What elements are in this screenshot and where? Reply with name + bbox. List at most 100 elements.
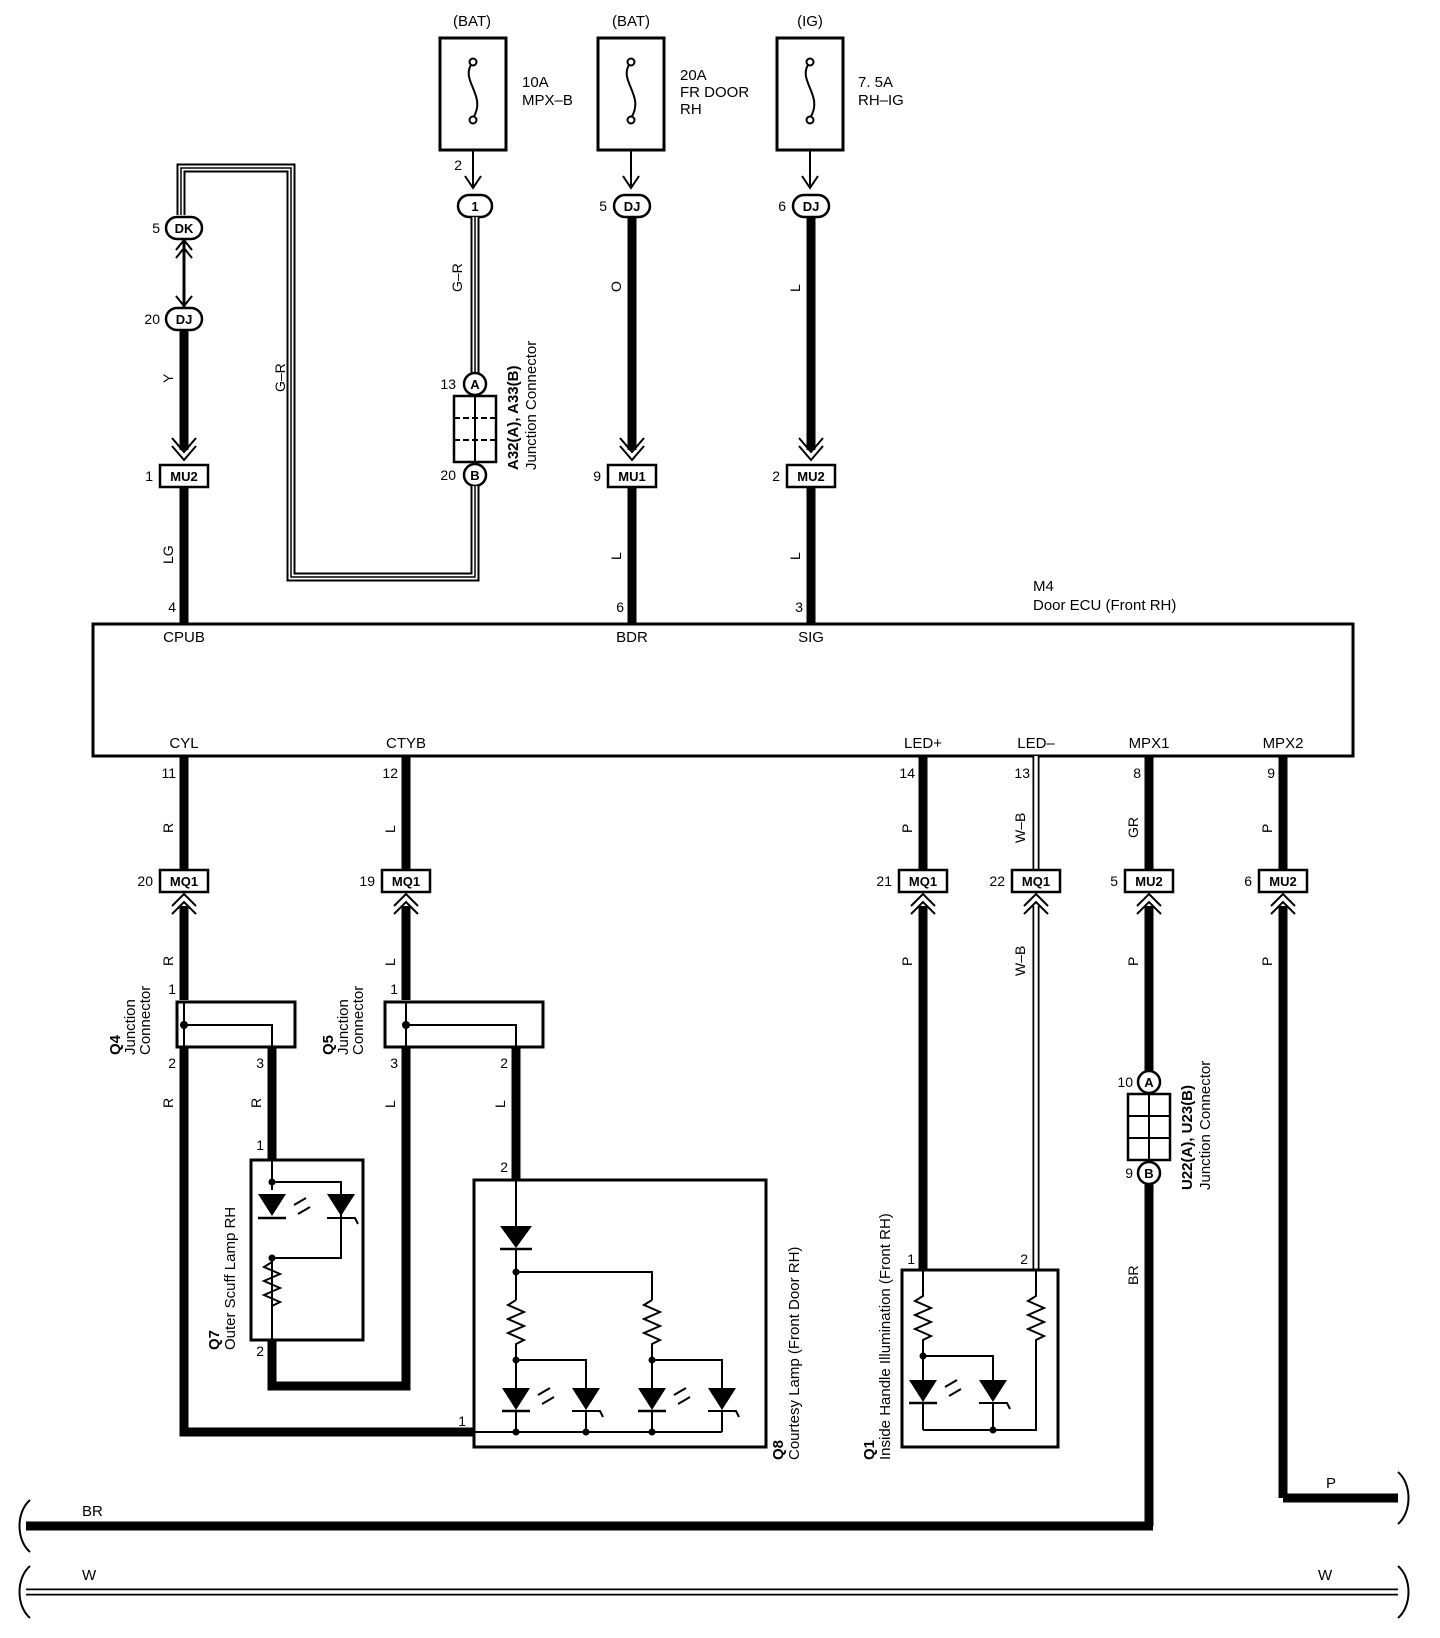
fuse-rh-ig-rating: 7. 5A: [858, 74, 893, 91]
svg-text:6: 6: [616, 599, 624, 615]
connector-mu2-2: MU2 2: [772, 463, 837, 489]
svg-text:Connector: Connector: [137, 986, 154, 1055]
fuse-element-icon: [467, 61, 479, 119]
svg-text:1: 1: [471, 199, 478, 214]
svg-text:R: R: [160, 823, 176, 833]
svg-text:22: 22: [989, 873, 1005, 889]
fuse-fr-door-rating: 20A: [680, 67, 707, 84]
svg-text:B: B: [470, 468, 479, 483]
svg-text:12: 12: [382, 765, 398, 781]
svg-text:MQ1: MQ1: [392, 874, 420, 889]
svg-text:Connector: Connector: [350, 986, 367, 1055]
connector-1: 1: [456, 193, 494, 219]
fuse-mpx-b-rating: 10A: [522, 74, 549, 91]
connector-mu2-5: MU2 5: [1110, 868, 1175, 894]
fuse-rh-ig: (IG) 7. 5A RH–IG: [775, 13, 904, 152]
outer-scuff-lamp-q7: 1 2 Q7 Outer Scuff Lamp RH: [206, 1137, 365, 1359]
svg-text:CPUB: CPUB: [163, 629, 205, 646]
svg-text:9: 9: [1267, 765, 1275, 781]
svg-text:G–R: G–R: [272, 363, 288, 392]
connector-mq1-19: MQ1 19: [359, 868, 432, 894]
svg-text:1: 1: [390, 981, 398, 997]
svg-text:5: 5: [599, 198, 607, 214]
connector-dj-20: DJ 20: [144, 306, 204, 332]
fuse-mpx-b: (BAT) 10A MPX–B: [438, 13, 573, 152]
svg-text:L: L: [787, 552, 803, 560]
svg-text:G–R: G–R: [449, 263, 465, 292]
resistor-icon: [261, 1261, 283, 1307]
svg-text:2: 2: [168, 1055, 176, 1071]
svg-text:Junction: Junction: [122, 999, 139, 1055]
svg-text:W: W: [1318, 1567, 1333, 1584]
connector-mq1-21: MQ1 21: [876, 868, 949, 894]
door-ecu-m4: M4 Door ECU (Front RH) 4 6 3 CPUB BDR SI…: [91, 578, 1355, 781]
svg-text:Q1: Q1: [861, 1440, 878, 1460]
svg-text:U22(A), U23(B): U22(A), U23(B): [1179, 1085, 1196, 1190]
svg-text:L: L: [382, 1100, 398, 1108]
svg-text:14: 14: [899, 765, 915, 781]
svg-text:B: B: [1144, 1166, 1153, 1181]
svg-text:P: P: [1259, 824, 1275, 833]
svg-text:L: L: [492, 1100, 508, 1108]
svg-text:GR: GR: [1125, 817, 1141, 838]
svg-text:5: 5: [152, 220, 160, 236]
svg-text:1: 1: [145, 468, 153, 484]
fuse-fr-door-name: FR DOOR: [680, 84, 749, 101]
svg-text:1: 1: [256, 1137, 264, 1153]
connector-dj-6: DJ 6: [778, 193, 831, 219]
diode-icon: [500, 1226, 532, 1248]
svg-text:20: 20: [137, 873, 153, 889]
svg-text:LED–: LED–: [1017, 735, 1055, 752]
inside-handle-illumination-q1: 1 2 Q1 Inside Handle Illumination (Front…: [861, 1213, 1060, 1460]
svg-text:A: A: [470, 377, 480, 392]
svg-text:A: A: [1144, 1075, 1154, 1090]
svg-text:Q5: Q5: [320, 1035, 337, 1055]
svg-text:Junction Connector: Junction Connector: [523, 341, 540, 470]
svg-text:MPX1: MPX1: [1129, 735, 1170, 752]
svg-text:10: 10: [1117, 1074, 1133, 1090]
svg-text:20: 20: [144, 311, 160, 327]
fuse-element-icon: [625, 61, 637, 119]
bus-br: BR: [18, 1499, 1153, 1553]
svg-text:L: L: [382, 958, 398, 966]
resistor-icon: [641, 1299, 663, 1390]
svg-text:DJ: DJ: [803, 199, 820, 214]
svg-text:SIG: SIG: [798, 629, 824, 646]
svg-text:19: 19: [359, 873, 375, 889]
svg-text:6: 6: [1244, 873, 1252, 889]
led-icon: [258, 1194, 286, 1216]
svg-text:11: 11: [161, 765, 176, 781]
svg-text:LED+: LED+: [904, 735, 942, 752]
svg-text:BR: BR: [1125, 1266, 1141, 1285]
svg-text:MU2: MU2: [170, 469, 197, 484]
connector-chevrons: [171, 892, 1296, 915]
svg-text:MU2: MU2: [1135, 874, 1162, 889]
fuse-rh-ig-source: (IG): [797, 13, 823, 30]
svg-text:BDR: BDR: [616, 629, 648, 646]
svg-text:9: 9: [593, 468, 601, 484]
svg-text:13: 13: [1014, 765, 1030, 781]
svg-text:3: 3: [795, 599, 803, 615]
svg-text:L: L: [382, 825, 398, 833]
svg-text:Door ECU (Front RH): Door ECU (Front RH): [1033, 597, 1176, 614]
svg-text:MU1: MU1: [618, 469, 645, 484]
svg-text:O: O: [608, 281, 624, 292]
resistor-icon: [912, 1270, 934, 1380]
courtesy-lamp-q8: 2 1 Q8 Courtesy Lamp (Front Door RH): [458, 1159, 803, 1460]
bus-w: W W: [18, 1565, 1410, 1619]
svg-text:P: P: [1125, 957, 1141, 966]
svg-text:21: 21: [876, 873, 892, 889]
svg-text:DJ: DJ: [624, 199, 641, 214]
svg-text:2: 2: [500, 1159, 508, 1175]
svg-text:R: R: [160, 956, 176, 966]
svg-text:R: R: [160, 1098, 176, 1108]
svg-text:MU2: MU2: [1269, 874, 1296, 889]
svg-text:2: 2: [454, 157, 462, 173]
resistor-icon: [505, 1299, 527, 1390]
svg-text:5: 5: [1110, 873, 1118, 889]
svg-text:L: L: [787, 284, 803, 292]
led-icon: [909, 1380, 937, 1402]
svg-text:3: 3: [390, 1055, 398, 1071]
resistor-icon: [923, 1270, 1047, 1431]
svg-text:1: 1: [907, 1251, 915, 1267]
